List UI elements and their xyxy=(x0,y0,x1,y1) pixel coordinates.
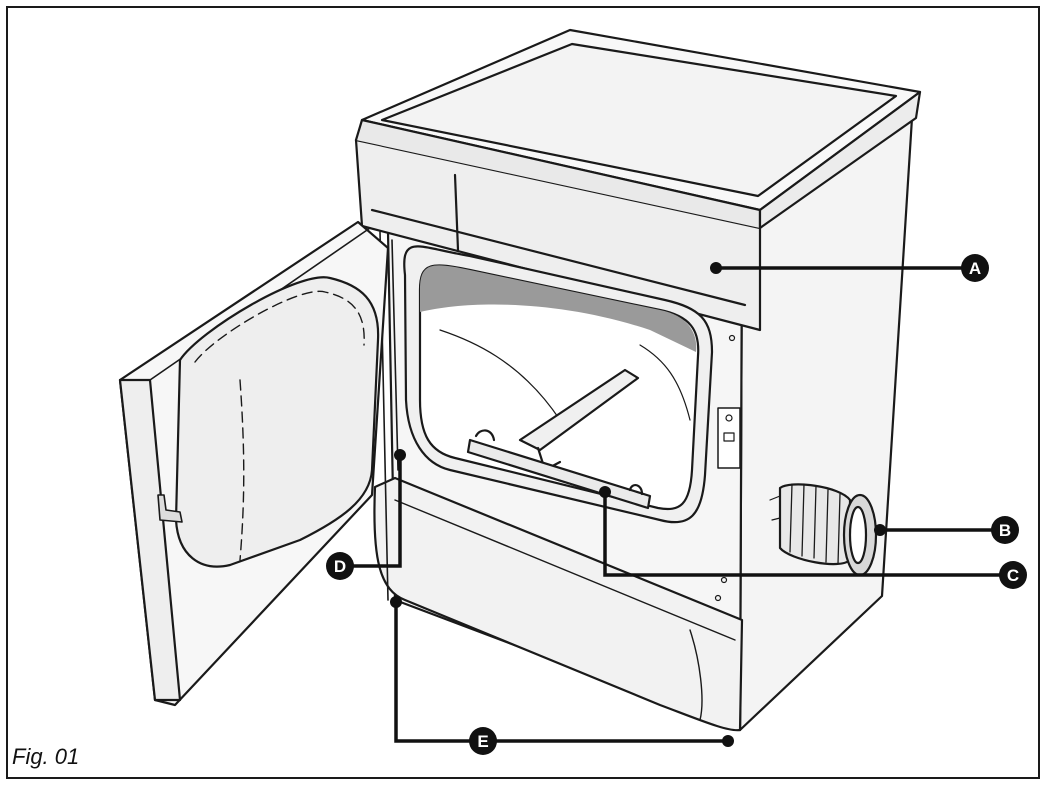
front-switch xyxy=(717,407,741,469)
callout-d: D xyxy=(326,552,354,580)
drum-baffle xyxy=(518,368,640,452)
anchor-dot-e2 xyxy=(722,735,734,747)
leader-d xyxy=(338,453,402,568)
callout-c-label: C xyxy=(1007,566,1019,585)
callout-a: A xyxy=(961,254,989,282)
anchor-dot-d xyxy=(394,449,406,461)
callout-e-label: E xyxy=(477,732,488,751)
callout-b-label: B xyxy=(999,521,1011,540)
callout-a-label: A xyxy=(969,259,981,278)
anchor-dot-e1 xyxy=(390,596,402,608)
callout-b: B xyxy=(991,516,1019,544)
leader-c xyxy=(603,490,1009,577)
callout-e: E xyxy=(469,727,497,755)
door-edge xyxy=(118,378,182,702)
base-kickplate xyxy=(373,476,744,732)
callout-c: C xyxy=(999,561,1027,589)
anchor-dot-a xyxy=(710,262,722,274)
door-inner-cover xyxy=(174,276,380,568)
anchor-dot-b xyxy=(874,524,886,536)
leader-e xyxy=(394,600,730,743)
door-latch xyxy=(157,494,183,523)
anchor-dot-c xyxy=(599,486,611,498)
figure-frame xyxy=(6,6,1040,779)
figure-caption: Fig. 01 xyxy=(12,744,80,769)
callout-d-label: D xyxy=(334,557,346,576)
drum-shadow xyxy=(420,265,697,352)
cabinet-top-inner xyxy=(380,42,898,198)
